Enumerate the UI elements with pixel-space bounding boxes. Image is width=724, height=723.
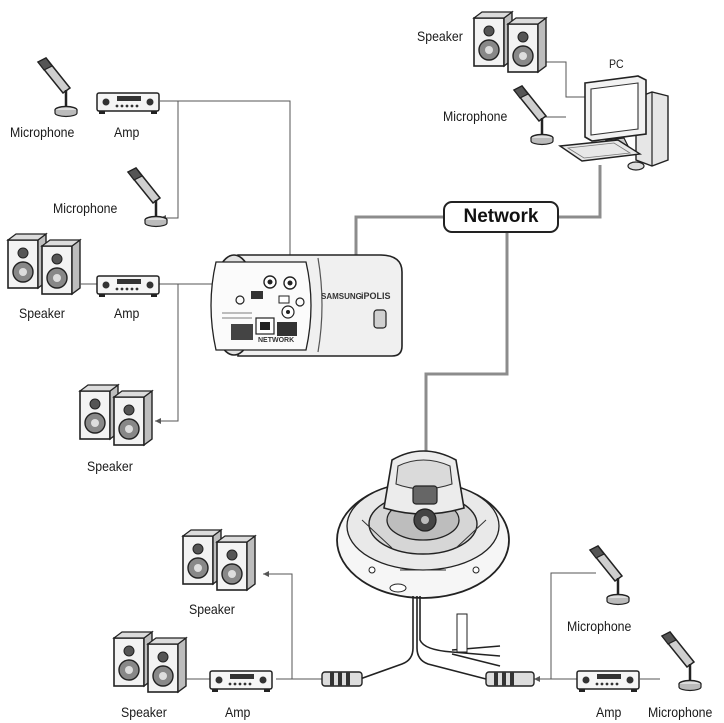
- microphone-icon: [588, 544, 631, 606]
- microphone-icon: [512, 84, 555, 146]
- amplifier-icon: [576, 670, 640, 693]
- microphone-icon: [126, 166, 169, 228]
- amplifier-icon: [96, 275, 160, 298]
- dome-camera: [336, 450, 510, 599]
- cable-tag: [456, 613, 468, 653]
- audio-connector: [485, 671, 535, 687]
- label-speaker: Speaker: [417, 28, 463, 44]
- dome-cable: [359, 596, 501, 680]
- speaker-icon: [182, 529, 256, 591]
- microphone-icon: [36, 56, 79, 118]
- label-speaker: Speaker: [189, 601, 235, 617]
- pc-icon: [558, 75, 669, 171]
- label-microphone: Microphone: [53, 200, 118, 216]
- amplifier-icon: [96, 92, 160, 115]
- label-microphone: Microphone: [648, 704, 713, 720]
- audio-connector: [321, 671, 363, 687]
- network-label: Network: [463, 206, 539, 227]
- amplifier-icon: [209, 670, 273, 693]
- label-speaker: Speaker: [87, 458, 133, 474]
- network-cables: [354, 165, 602, 452]
- network-box: Network: [443, 201, 559, 233]
- microphone-icon: [660, 630, 703, 692]
- label-amp: Amp: [114, 124, 140, 140]
- camera-product: iPOLIS: [361, 291, 391, 301]
- label-speaker: Speaker: [121, 704, 167, 720]
- speaker-icon: [79, 384, 153, 446]
- label-amp: Amp: [225, 704, 251, 720]
- label-pc: PC: [609, 57, 624, 71]
- label-microphone: Microphone: [10, 124, 75, 140]
- speaker-icon: [113, 631, 187, 693]
- network-port-label: NETWORK: [258, 337, 295, 344]
- box-camera: [210, 254, 403, 357]
- speaker-icon: [7, 233, 81, 295]
- label-microphone: Microphone: [443, 108, 508, 124]
- label-amp: Amp: [596, 704, 622, 720]
- label-speaker: Speaker: [19, 305, 65, 321]
- speaker-icon: [473, 11, 547, 73]
- label-amp: Amp: [114, 305, 140, 321]
- camera-brand: SAMSUNG: [321, 292, 362, 301]
- label-microphone: Microphone: [567, 618, 632, 634]
